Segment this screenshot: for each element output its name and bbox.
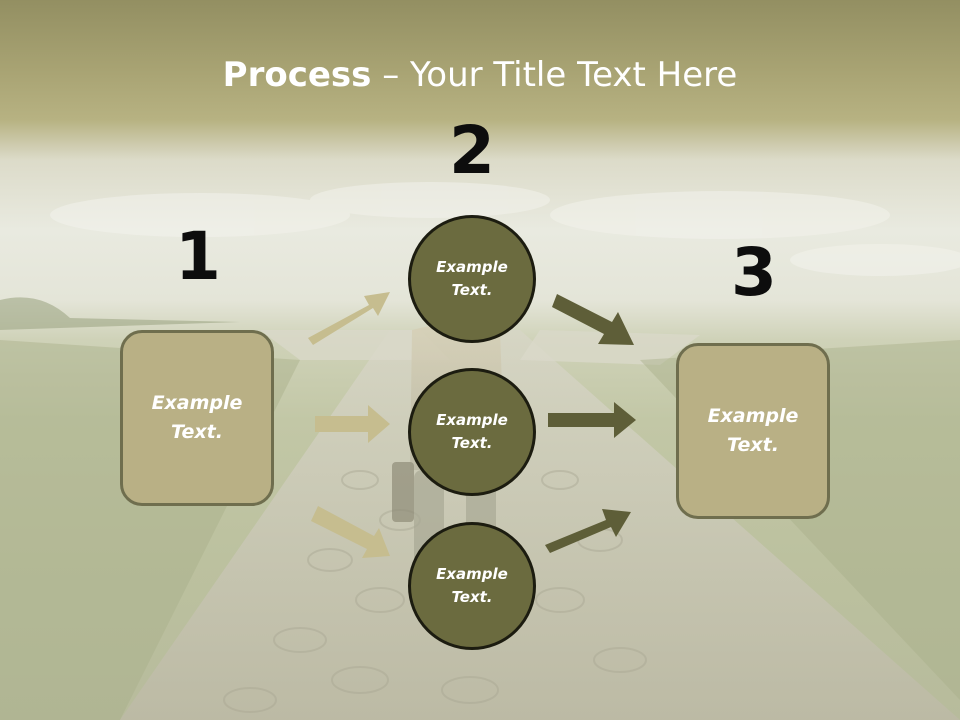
arrow-to-middle-circle	[315, 405, 390, 443]
arrow-to-top-circle	[308, 292, 390, 345]
circle-top-line2: Text.	[451, 281, 493, 299]
step-1-line2: Text.	[171, 421, 223, 443]
title-rest: Your Title Text Here	[410, 55, 738, 95]
circle-bottom-line1: Example	[436, 565, 508, 583]
arrow-from-top-circle	[552, 294, 634, 345]
title-bold: Process	[222, 55, 372, 95]
step-3-line1: Example	[707, 405, 799, 427]
step-3-box[interactable]: Example Text.	[676, 343, 830, 519]
circle-middle-line1: Example	[436, 411, 508, 429]
circle-bottom-line2: Text.	[451, 588, 493, 606]
step-1-box[interactable]: Example Text.	[120, 330, 274, 506]
arrow-from-bottom-circle	[545, 509, 631, 553]
step-1-line1: Example	[151, 392, 243, 414]
road-fork-left	[260, 330, 450, 360]
step-number-3: 3	[731, 234, 777, 311]
circle-middle-line2: Text.	[451, 434, 493, 452]
step-number-1: 1	[175, 218, 221, 295]
road-fork-right	[520, 330, 700, 365]
step-3-line2: Text.	[727, 434, 779, 456]
circle-bottom[interactable]: Example Text.	[408, 522, 536, 650]
arrow-to-bottom-circle	[311, 506, 390, 558]
slide-title: Process – Your Title Text Here	[0, 52, 960, 98]
briefcase-icon	[392, 462, 414, 522]
circle-middle[interactable]: Example Text.	[408, 368, 536, 496]
step-number-2: 2	[449, 112, 495, 189]
clouds	[50, 182, 960, 276]
circle-top-line1: Example	[436, 258, 508, 276]
circle-top[interactable]: Example Text.	[408, 215, 536, 343]
title-separator: –	[371, 55, 411, 95]
arrow-from-middle-circle	[548, 402, 636, 438]
distant-hill	[0, 297, 240, 330]
